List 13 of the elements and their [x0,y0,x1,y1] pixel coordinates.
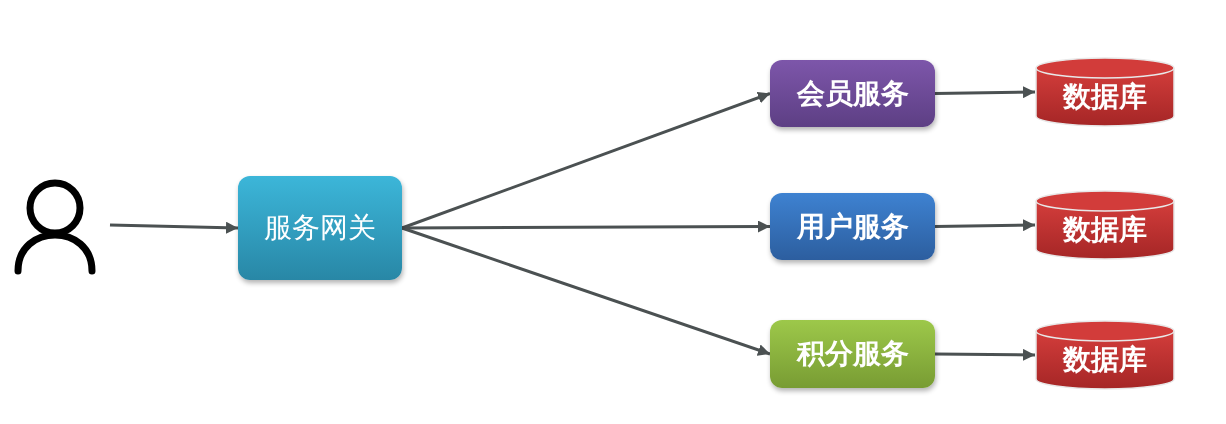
arrow [934,86,1036,99]
person-icon [12,178,98,276]
service-box: 会员服务 [770,60,935,127]
arrow [401,226,771,356]
service-box: 用户服务 [770,193,935,260]
arrow [934,219,1036,232]
database-cylinder: 数据库 [1035,320,1175,390]
database-cylinder: 数据库 [1035,57,1175,127]
service-box: 服务网关 [238,176,402,280]
arrow [935,348,1035,361]
arrow [109,221,239,234]
service-box: 积分服务 [770,320,935,388]
database-cylinder: 数据库 [1035,190,1175,260]
